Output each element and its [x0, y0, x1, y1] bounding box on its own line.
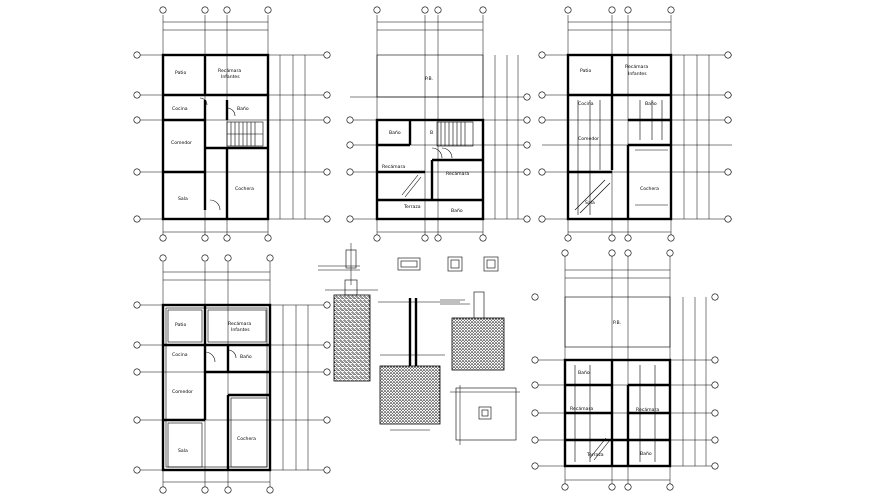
room-label: Baño — [645, 101, 657, 107]
grid-bubbles — [133, 254, 331, 494]
stairs — [401, 121, 474, 198]
room-label: Sala — [585, 200, 595, 206]
room-label: Baño — [389, 130, 401, 136]
room-label: Baño — [640, 451, 652, 457]
room-label: Cochera — [235, 186, 254, 192]
walls — [161, 53, 270, 221]
room-label: Sala — [178, 196, 188, 202]
stairs — [226, 121, 264, 147]
room-label: Patio — [175, 70, 186, 76]
grid-bubbles — [346, 6, 531, 242]
room-label: Recámara — [625, 63, 648, 70]
room-label: Patio — [580, 68, 591, 74]
room-label: Recámara — [228, 320, 251, 327]
room-label: Recámara — [218, 67, 241, 74]
grid-lines — [542, 15, 732, 238]
footing-detail-1 — [325, 279, 378, 382]
floor-plan-4: Patio Recámara Infantes Cocina Baño Come… — [133, 254, 331, 494]
floor-plan-5: P.B. Baño Recámara Recámara Terraza Baño — [531, 249, 719, 491]
room-label: Comedor — [578, 136, 599, 142]
walls — [375, 54, 485, 221]
room-label: Infantes — [221, 74, 240, 80]
room-label: Terraza — [403, 204, 421, 210]
footing-plan — [450, 385, 520, 445]
room-label: Recámara — [446, 170, 469, 177]
grid-bubbles — [133, 6, 331, 242]
room-label: Infantes — [231, 327, 250, 333]
room-label: Cochera — [237, 436, 256, 442]
room-label: Baño — [240, 354, 252, 360]
room-label: Terraza — [586, 452, 604, 458]
room-label: Baño — [578, 370, 590, 376]
room-label: Infantes — [628, 71, 647, 77]
footing-detail-2 — [378, 298, 460, 431]
floor-plan-2: P.B. Baño Recámara Recámara Terraza Baño… — [346, 6, 531, 242]
room-label: P.B. — [425, 76, 433, 82]
room-label: P.B. — [613, 320, 621, 326]
reinforcement — [574, 100, 668, 215]
room-label: Comedor — [172, 389, 193, 395]
column-sections — [318, 243, 499, 285]
walls — [566, 53, 673, 221]
room-label: Cocina — [172, 106, 188, 112]
floor-plan-1: Patio Recámara Infantes Cocina Baño Come… — [133, 6, 331, 242]
walls — [161, 303, 272, 472]
room-label: Cocina — [578, 101, 594, 107]
structural-details — [318, 243, 520, 445]
grid-bubbles — [531, 249, 719, 491]
floor-plan-3: Patio Recámara Infantes Cocina Baño Come… — [538, 6, 732, 242]
room-label: Cocina — [172, 352, 188, 358]
room-label: Comedor — [171, 140, 192, 146]
walls — [563, 296, 672, 468]
grid-lines — [137, 15, 330, 238]
footing-detail-3 — [440, 291, 505, 371]
room-label: Recámara — [636, 406, 659, 413]
grid-bubbles — [538, 6, 732, 242]
doors — [199, 97, 236, 211]
room-label: Recámara — [570, 405, 593, 412]
room-label: Cochera — [640, 186, 659, 192]
room-label: Baño — [237, 106, 249, 112]
grid-lines — [535, 255, 718, 487]
doors — [431, 147, 453, 159]
room-label: Patio — [175, 322, 186, 328]
mark: B — [430, 130, 433, 136]
doors — [204, 349, 237, 363]
room-label: Recámara — [382, 163, 405, 170]
room-label: Sala — [178, 448, 188, 454]
room-label: Baño — [451, 208, 463, 214]
